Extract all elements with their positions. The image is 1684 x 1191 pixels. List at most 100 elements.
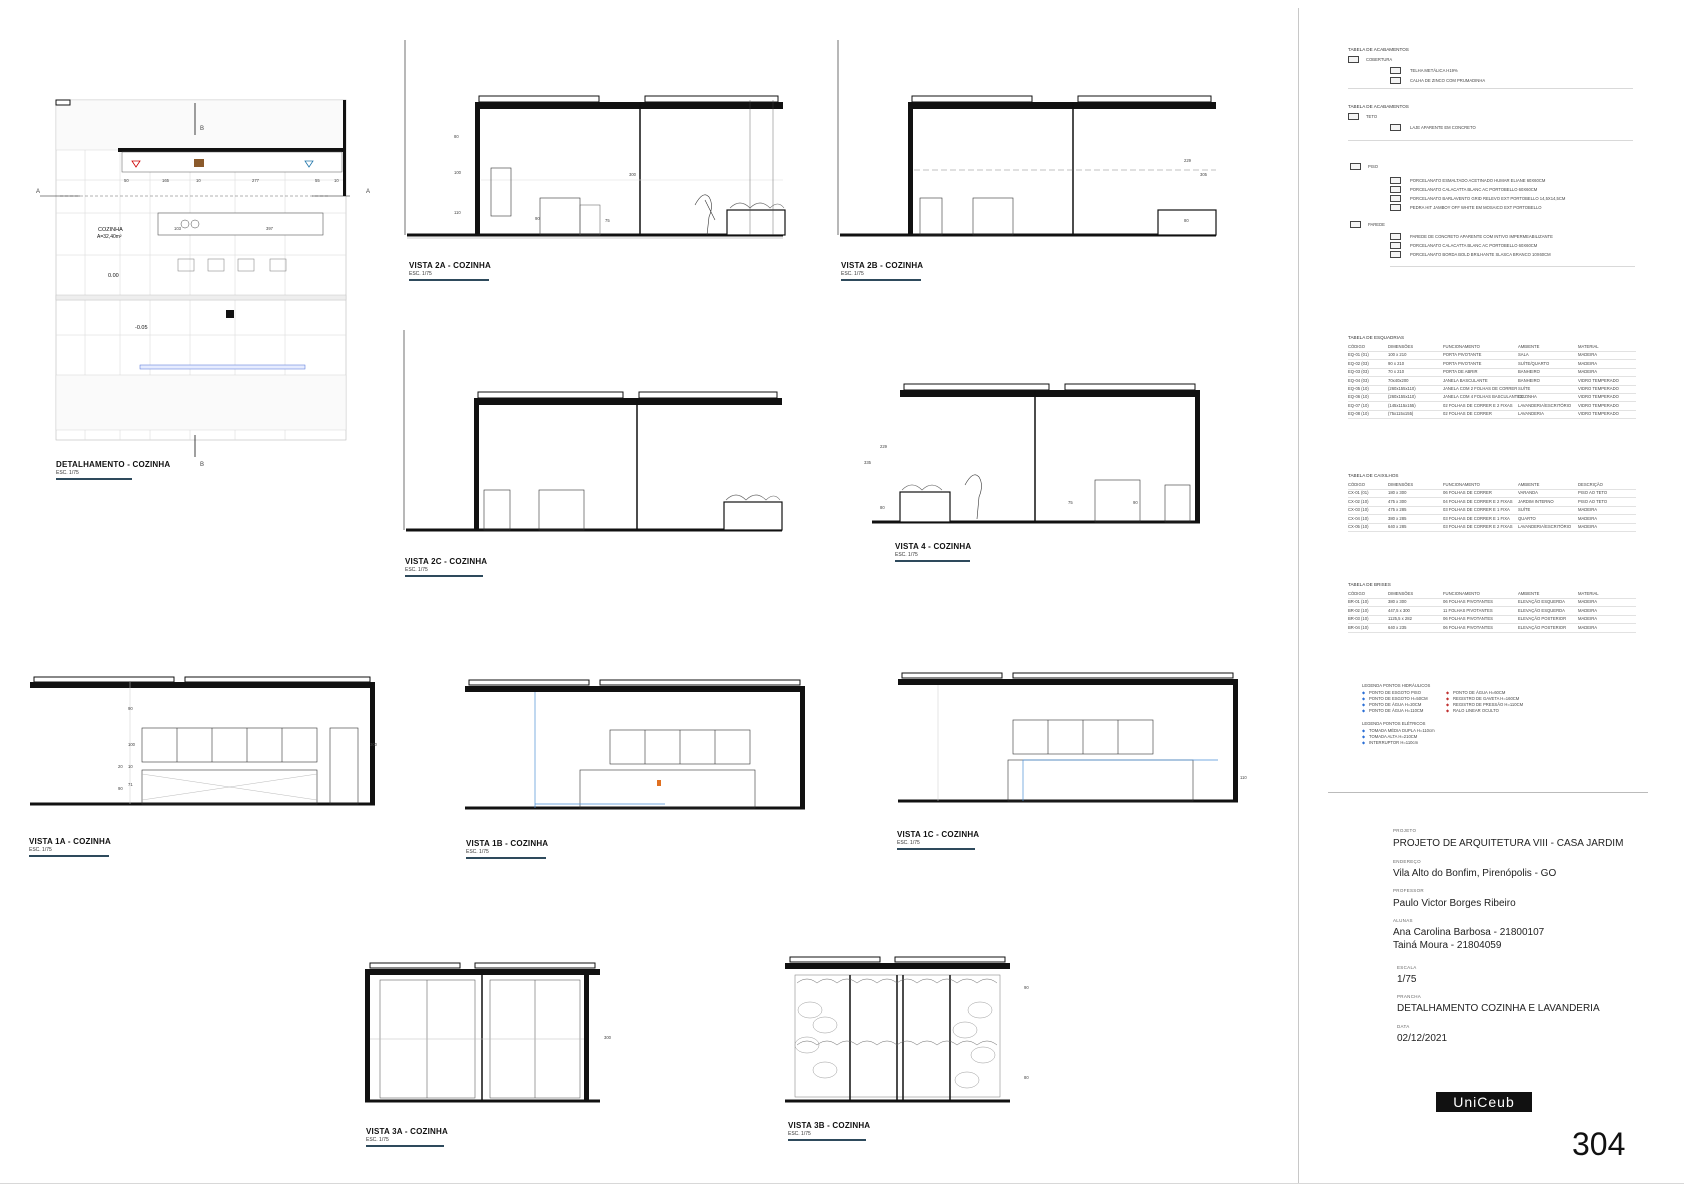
tb-data-label: DATA	[1397, 1024, 1410, 1029]
br-cell-3-0: BR-03 (10)	[1348, 616, 1369, 622]
esq-cell-7-4: VIDRO TEMPERADO	[1578, 402, 1619, 408]
br-cell-2-0: BR-02 (10)	[1348, 607, 1369, 613]
cx-cell-3-0: CX-03 (10)	[1348, 507, 1369, 513]
rule-teto	[1348, 140, 1633, 141]
tb-aluna-2: Tainá Moura - 21804059	[1393, 940, 1502, 951]
vista1a-drawing	[30, 676, 375, 806]
esq-cell-1-4: MADEIRA	[1578, 352, 1598, 358]
esq-row-rule	[1348, 376, 1636, 378]
v1a-dim-1: 100	[128, 742, 135, 747]
esq-cell-5-4: VIDRO TEMPERADO	[1578, 386, 1619, 391]
acab-cobertura-title: TABELA DE ACABAMENTOS	[1348, 47, 1409, 52]
tb-professor: Paulo Victor Borges Ribeiro	[1393, 898, 1516, 909]
br-row-rule	[1348, 614, 1636, 616]
v2a-dim-1: 100	[454, 170, 461, 175]
tb-endereco: Vila Alto do Bonfim, Pirenópolis - GO	[1393, 868, 1557, 879]
esq-header-3: AMBIENTE	[1518, 344, 1540, 349]
esq-cell-5-2: JANELA COM 2 FOLHAS DE CORRER	[1443, 386, 1518, 391]
cx-cell-1-0: CX-01 (01)	[1348, 490, 1369, 496]
esquadrias-title: TABELA DE ESQUADRIAS	[1348, 335, 1405, 340]
cx-cell-4-0: CX-04 (10)	[1348, 515, 1369, 521]
cx-cell-5-3: LAVANDERIA/ESCRITÓRIO	[1518, 524, 1572, 529]
leg-hid-right-marker-icon: ◆	[1446, 702, 1450, 707]
cx-header-2: FUNCIONAMENTO	[1443, 482, 1480, 487]
plan-section-a-left: A	[36, 189, 41, 195]
vista2b-drawing	[837, 40, 1217, 237]
vista1b-drawing	[465, 679, 805, 810]
esq-cell-6-1: (260x155x110)	[1388, 394, 1416, 400]
view-scale-vista2b: ESC. 1/75	[841, 271, 864, 277]
esq-row-rule	[1348, 418, 1636, 420]
tb-projeto: PROJETO DE ARQUITETURA VIII - CASA JARDI…	[1393, 838, 1624, 849]
esq-cell-8-4: VIDRO TEMPERADO	[1578, 411, 1619, 417]
esq-cell-4-0: EQ-04 (03)	[1348, 377, 1369, 383]
esq-header-2: FUNCIONAMENTO	[1443, 344, 1480, 349]
cx-cell-1-3: VARANDA	[1518, 490, 1538, 496]
cx-cell-3-1: 475 x 285	[1388, 507, 1407, 513]
swatch-cobertura	[1348, 56, 1359, 63]
br-cell-1-1: 380 x 300	[1388, 599, 1407, 605]
leg-hid-left-item: PONTO DE ESGOTO PISO	[1369, 690, 1421, 695]
cx-cell-3-3: SUÍTE	[1518, 507, 1531, 513]
esq-cell-8-1: (75x115x155)	[1388, 411, 1414, 417]
cx-cell-4-3: QUARTO	[1518, 515, 1536, 521]
esq-cell-3-0: EQ-03 (03)	[1348, 369, 1369, 375]
uniceub-logo: UniCeub	[1436, 1092, 1532, 1112]
br-cell-2-3: ELEVAÇÃO ESQUERDA	[1518, 607, 1565, 613]
v1a-dim-4: 90	[118, 786, 123, 791]
esq-cell-4-2: JANELA BASCULANTE	[1443, 377, 1488, 383]
swatch-cobertura-2	[1390, 77, 1401, 84]
piso-item-2: PORCELANATO BARLAVENTO GRID RELEVO EXT P…	[1410, 196, 1566, 201]
cx-cell-2-1: 475 x 300	[1388, 498, 1407, 504]
caixilhos-title: TABELA DE CAIXILHOS	[1348, 473, 1399, 478]
esq-cell-8-2: 02 FOLHAS DE CORRER	[1443, 411, 1492, 417]
view-scale-vista4: ESC. 1/75	[895, 552, 918, 558]
view-scale-vista2a: ESC. 1/75	[409, 271, 432, 277]
acab-cobertura-item-1: CALHA DE ZINCO COM PRUMADINHA	[1410, 78, 1486, 83]
leg-hid-left-marker-icon: ◆	[1362, 696, 1366, 701]
rule-parede	[1390, 266, 1635, 267]
esq-row-rule	[1348, 351, 1636, 352]
legenda-hidraulica-title: LEGENDA PONTOS HIDRÁULICOS	[1362, 683, 1431, 688]
leg-hid-right-item: PONTO DE ÁGUA H=60CM	[1453, 690, 1506, 695]
swatch-teto-1	[1390, 124, 1401, 131]
view-title-vista2b: VISTA 2B - COZINHA	[841, 261, 924, 270]
plan-dim-2: 10	[196, 178, 201, 183]
plan-dim-3: 277	[252, 178, 259, 183]
esq-cell-3-2: PORTA DE ABRIR	[1443, 369, 1478, 375]
plan-dim-4: 55	[315, 178, 320, 183]
tb-alunas-label: ALUNAS	[1393, 918, 1413, 923]
view-rule-vista2c	[405, 575, 483, 577]
v4-dim-4: 90	[1133, 500, 1138, 505]
plan-level-2: -0.05	[135, 325, 148, 331]
br-cell-4-3: ELEVAÇÃO POSTERIOR	[1518, 624, 1567, 630]
esq-cell-2-3: SUÍTE/QUARTO	[1518, 360, 1550, 366]
cx-row-rule	[1348, 522, 1636, 524]
cx-header-3: AMBIENTE	[1518, 482, 1540, 487]
swatch-parede	[1350, 221, 1361, 228]
esq-cell-1-2: PORTA PIVOTANTE	[1443, 352, 1482, 358]
esq-cell-4-1: 70x40x200	[1388, 377, 1409, 383]
leg-ele-item: TOMADA MÉDIA DUPLA H=110cm	[1369, 728, 1435, 733]
br-row-rule	[1348, 631, 1636, 633]
acab-cobertura-item-0: TELHA METÁLICA H19%	[1410, 68, 1458, 73]
br-cell-3-2: 06 FOLHAS PIVOTANTES	[1443, 616, 1493, 622]
cx-header-0: CÓDIGO	[1348, 482, 1365, 487]
cx-cell-1-2: 06 FOLHAS DE CORRER	[1443, 490, 1492, 496]
v1a-dim-3: 10	[128, 764, 133, 769]
esq-row-rule	[1348, 359, 1636, 361]
piso-item-1: PORCELANATO CALACATTA BLANC AC PORTOBELL…	[1410, 187, 1538, 192]
v2a-dim-5: 300	[629, 172, 636, 177]
br-cell-1-3: ELEVAÇÃO ESQUERDA	[1518, 599, 1565, 605]
esq-row-rule	[1348, 393, 1636, 394]
esq-cell-3-1: 70 x 210	[1388, 369, 1405, 375]
view-title-vista4: VISTA 4 - COZINHA	[895, 542, 972, 551]
cx-header-1: DIMENSÕES	[1388, 482, 1414, 487]
view-title-vista2c: VISTA 2C - COZINHA	[405, 557, 488, 566]
vista3a-drawing	[365, 962, 600, 1103]
view-title-vista2a: VISTA 2A - COZINHA	[409, 261, 491, 270]
leg-hid-left-item: PONTO DE ÁGUA H=110CM	[1369, 708, 1424, 713]
esq-cell-6-0: EQ-06 (10)	[1348, 394, 1369, 400]
esq-cell-7-2: 02 FOLHAS DE CORRER E 2 FIXAS	[1443, 402, 1513, 408]
v3a-dim-0: 300	[604, 1035, 611, 1040]
